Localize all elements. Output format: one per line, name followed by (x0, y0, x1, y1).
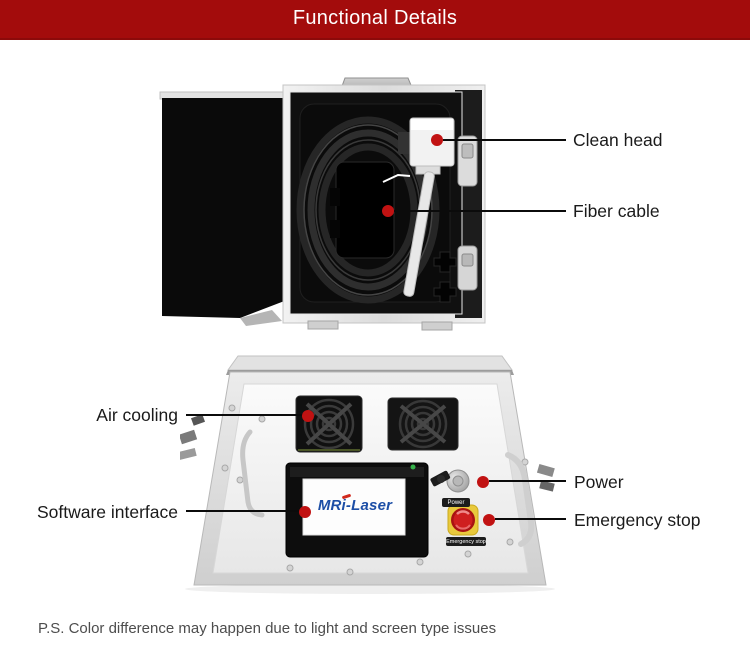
open-case-photo (159, 77, 486, 331)
side-latches (180, 414, 555, 492)
callout-line-power (489, 480, 566, 482)
callout-label-clean-head: Clean head (573, 130, 663, 150)
panel-screws (221, 404, 529, 576)
callout-label-fiber-cable: Fiber cable (573, 201, 660, 221)
interior-panel-photo (180, 355, 555, 594)
callout-dot-power (477, 476, 489, 488)
callout-label-software-interface: Software interface (36, 502, 178, 522)
callout-line-software-interface (186, 510, 301, 512)
callout-dot-clean-head (431, 134, 443, 146)
banner: Functional Details (0, 0, 750, 40)
callout-line-clean-head (443, 139, 566, 141)
power-key-switch (430, 469, 470, 493)
case-lid (159, 91, 290, 326)
emergency-stop-engraved-label: Emergency stop (446, 537, 486, 546)
emergency-stop-button (447, 504, 479, 536)
case-latches (457, 135, 478, 291)
callout-line-fiber-cable (394, 210, 566, 212)
callout-dot-fiber-cable (382, 205, 394, 217)
left-handle (240, 429, 265, 518)
callout-line-air-cooling (186, 414, 304, 416)
cooling-fan-right (387, 397, 459, 451)
screen-brand-logo-text: MRi-Laser (317, 496, 393, 514)
callout-dot-software-interface (299, 506, 311, 518)
callout-dot-emergency-stop (483, 514, 495, 526)
case-feet (307, 320, 453, 331)
footer-note: P.S. Color difference may happen due to … (38, 620, 497, 637)
callout-dot-air-cooling (302, 410, 314, 422)
case-shadow (185, 584, 555, 594)
callout-label-power: Power (574, 472, 624, 492)
cooling-fan-left (295, 395, 363, 453)
foam-accessory-cutouts (433, 251, 457, 303)
software-screen (285, 462, 429, 558)
callout-line-emergency-stop (495, 518, 566, 520)
cable-pointer-mark (382, 173, 411, 183)
callout-label-air-cooling: Air cooling (96, 405, 178, 425)
power-engraved-label: Power (442, 498, 470, 507)
callout-label-emergency-stop: Emergency stop (574, 510, 701, 530)
page-title: Functional Details (292, 7, 458, 29)
screen-brand-logo: MRi-Laser (303, 493, 407, 517)
right-handle (505, 452, 535, 547)
